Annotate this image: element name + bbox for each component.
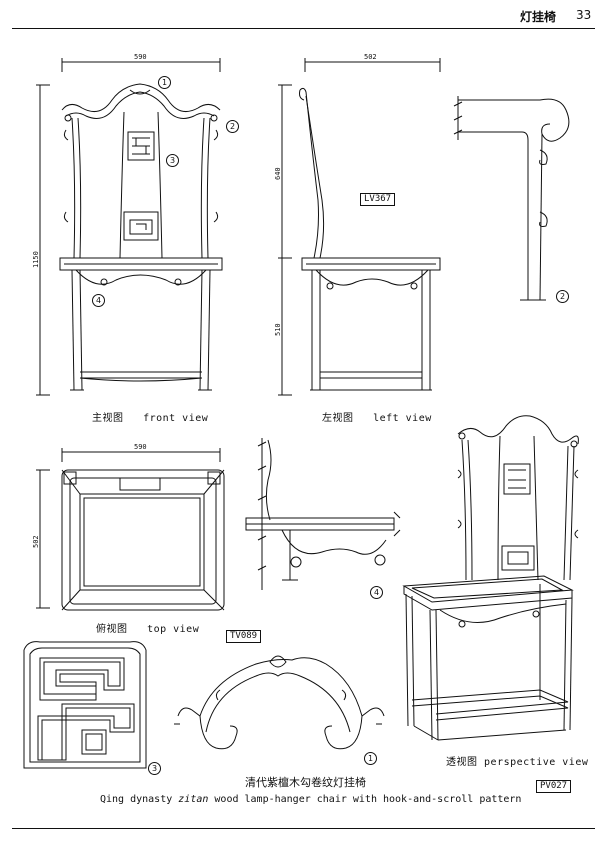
callout-2-front: 2 <box>226 120 239 133</box>
header-rule <box>12 28 595 29</box>
front-view-cn: 主视图 <box>92 413 124 424</box>
front-view-en: front view <box>143 413 209 424</box>
perspective-view-cn: 透视图 <box>446 757 478 768</box>
top-view-en: top view <box>147 624 200 635</box>
left-lower-dim: 510 <box>274 323 282 336</box>
callout-1-detail: 1 <box>364 752 377 765</box>
left-view-cn: 左视图 <box>322 413 354 424</box>
apron-detail-drawing <box>245 438 401 590</box>
crest-arch-detail-drawing <box>174 655 385 750</box>
perspective-view-caption: 透视图 perspective view <box>446 753 588 768</box>
title-en-suffix: wood lamp-hanger chair with hook-and-scr… <box>208 794 522 805</box>
title-en-prefix: Qing dynasty <box>100 794 179 805</box>
splat-pattern-detail-drawing <box>23 641 147 769</box>
top-width-dim: 590 <box>134 443 147 451</box>
page-number: 33 <box>576 8 592 22</box>
callout-4-front: 4 <box>92 294 105 307</box>
front-view-caption: 主视图 front view <box>92 409 208 424</box>
perspective-view-en: perspective view <box>484 757 589 768</box>
perspective-view-drawing <box>402 415 579 741</box>
top-view-cn: 俯视图 <box>96 624 128 635</box>
top-depth-dim: 502 <box>32 535 40 548</box>
callout-1-front: 1 <box>158 76 171 89</box>
footer-rule <box>12 828 595 829</box>
code-pv: PV027 <box>536 780 572 793</box>
front-width-dim: 590 <box>134 53 147 61</box>
top-view-caption: 俯视图 top view <box>96 620 199 635</box>
figure-title-en: Qing dynasty zitan wood lamp-hanger chai… <box>100 794 521 805</box>
left-view-caption: 左视图 left view <box>322 409 432 424</box>
header-title: 灯挂椅 <box>520 10 557 24</box>
left-depth-dim: 502 <box>364 53 377 61</box>
left-upper-dim: 640 <box>274 167 282 180</box>
callout-3-detail: 3 <box>148 762 161 775</box>
figure-title-cn: 清代紫檀木勾卷纹灯挂椅 <box>245 776 366 789</box>
front-view-drawing <box>36 58 223 396</box>
code-tv: TV089 <box>226 630 262 643</box>
top-view-drawing <box>36 448 225 611</box>
crest-end-detail-drawing <box>453 96 570 301</box>
code-lv: LV367 <box>360 193 396 206</box>
title-en-italic: zitan <box>178 794 209 805</box>
callout-2-detail: 2 <box>556 290 569 303</box>
callout-3-front: 3 <box>166 154 179 167</box>
callout-4-detail: 4 <box>370 586 383 599</box>
front-height-dim: 1150 <box>32 251 40 268</box>
left-view-en: left view <box>373 413 432 424</box>
left-view-drawing <box>278 58 441 396</box>
